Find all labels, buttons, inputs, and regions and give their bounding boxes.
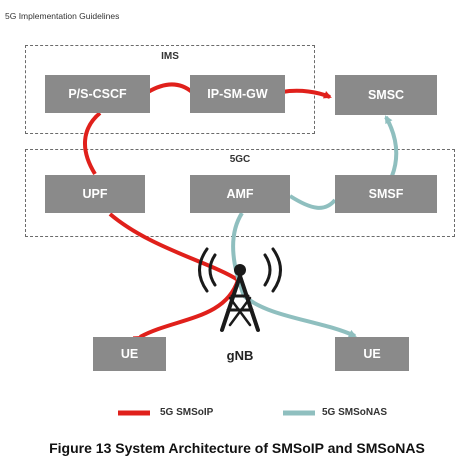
legend-label-smsonas: 5G SMSoNAS bbox=[322, 407, 388, 418]
smsoip-path-cscf-to-ipsmgw bbox=[146, 82, 194, 94]
core-group-label: 5GC bbox=[229, 154, 251, 165]
figure-caption: Figure 13 System Architecture of SMSoIP … bbox=[49, 440, 425, 456]
ims-group bbox=[25, 45, 315, 134]
smsoip-path-ue-to-gnb bbox=[132, 279, 240, 344]
smsonas-path-amf-to-smsf bbox=[288, 194, 337, 210]
document-header: 5G Implementation Guidelines bbox=[5, 11, 120, 21]
node-ue-right: UE bbox=[335, 337, 409, 371]
smsonas-path-smsf-to-smsc bbox=[384, 115, 399, 177]
node-ue-left: UE bbox=[93, 337, 166, 371]
core-group bbox=[25, 149, 455, 237]
node-smsc: SMSC bbox=[335, 75, 437, 115]
smsonas-path-gnb-to-ue bbox=[242, 294, 357, 338]
gnb-label: gNB bbox=[226, 348, 254, 363]
smsoip-path-upf-to-cscf bbox=[82, 111, 102, 176]
ims-group-label: IMS bbox=[161, 51, 179, 62]
legend-label-smsoip: 5G SMSoIP bbox=[160, 407, 214, 418]
antenna-tower-icon bbox=[198, 247, 282, 332]
node-pscscf: P/S-CSCF bbox=[45, 75, 150, 113]
node-amf: AMF bbox=[190, 175, 290, 213]
node-ipsmgw: IP-SM-GW bbox=[190, 75, 285, 113]
smsonas-path-gnb-to-amf bbox=[231, 211, 246, 297]
smsoip-path-ipsmgw-to-smsc bbox=[281, 88, 332, 99]
node-smsf: SMSF bbox=[335, 175, 437, 213]
node-upf: UPF bbox=[45, 175, 145, 213]
smsoip-path-gnb-to-upf bbox=[108, 212, 240, 282]
